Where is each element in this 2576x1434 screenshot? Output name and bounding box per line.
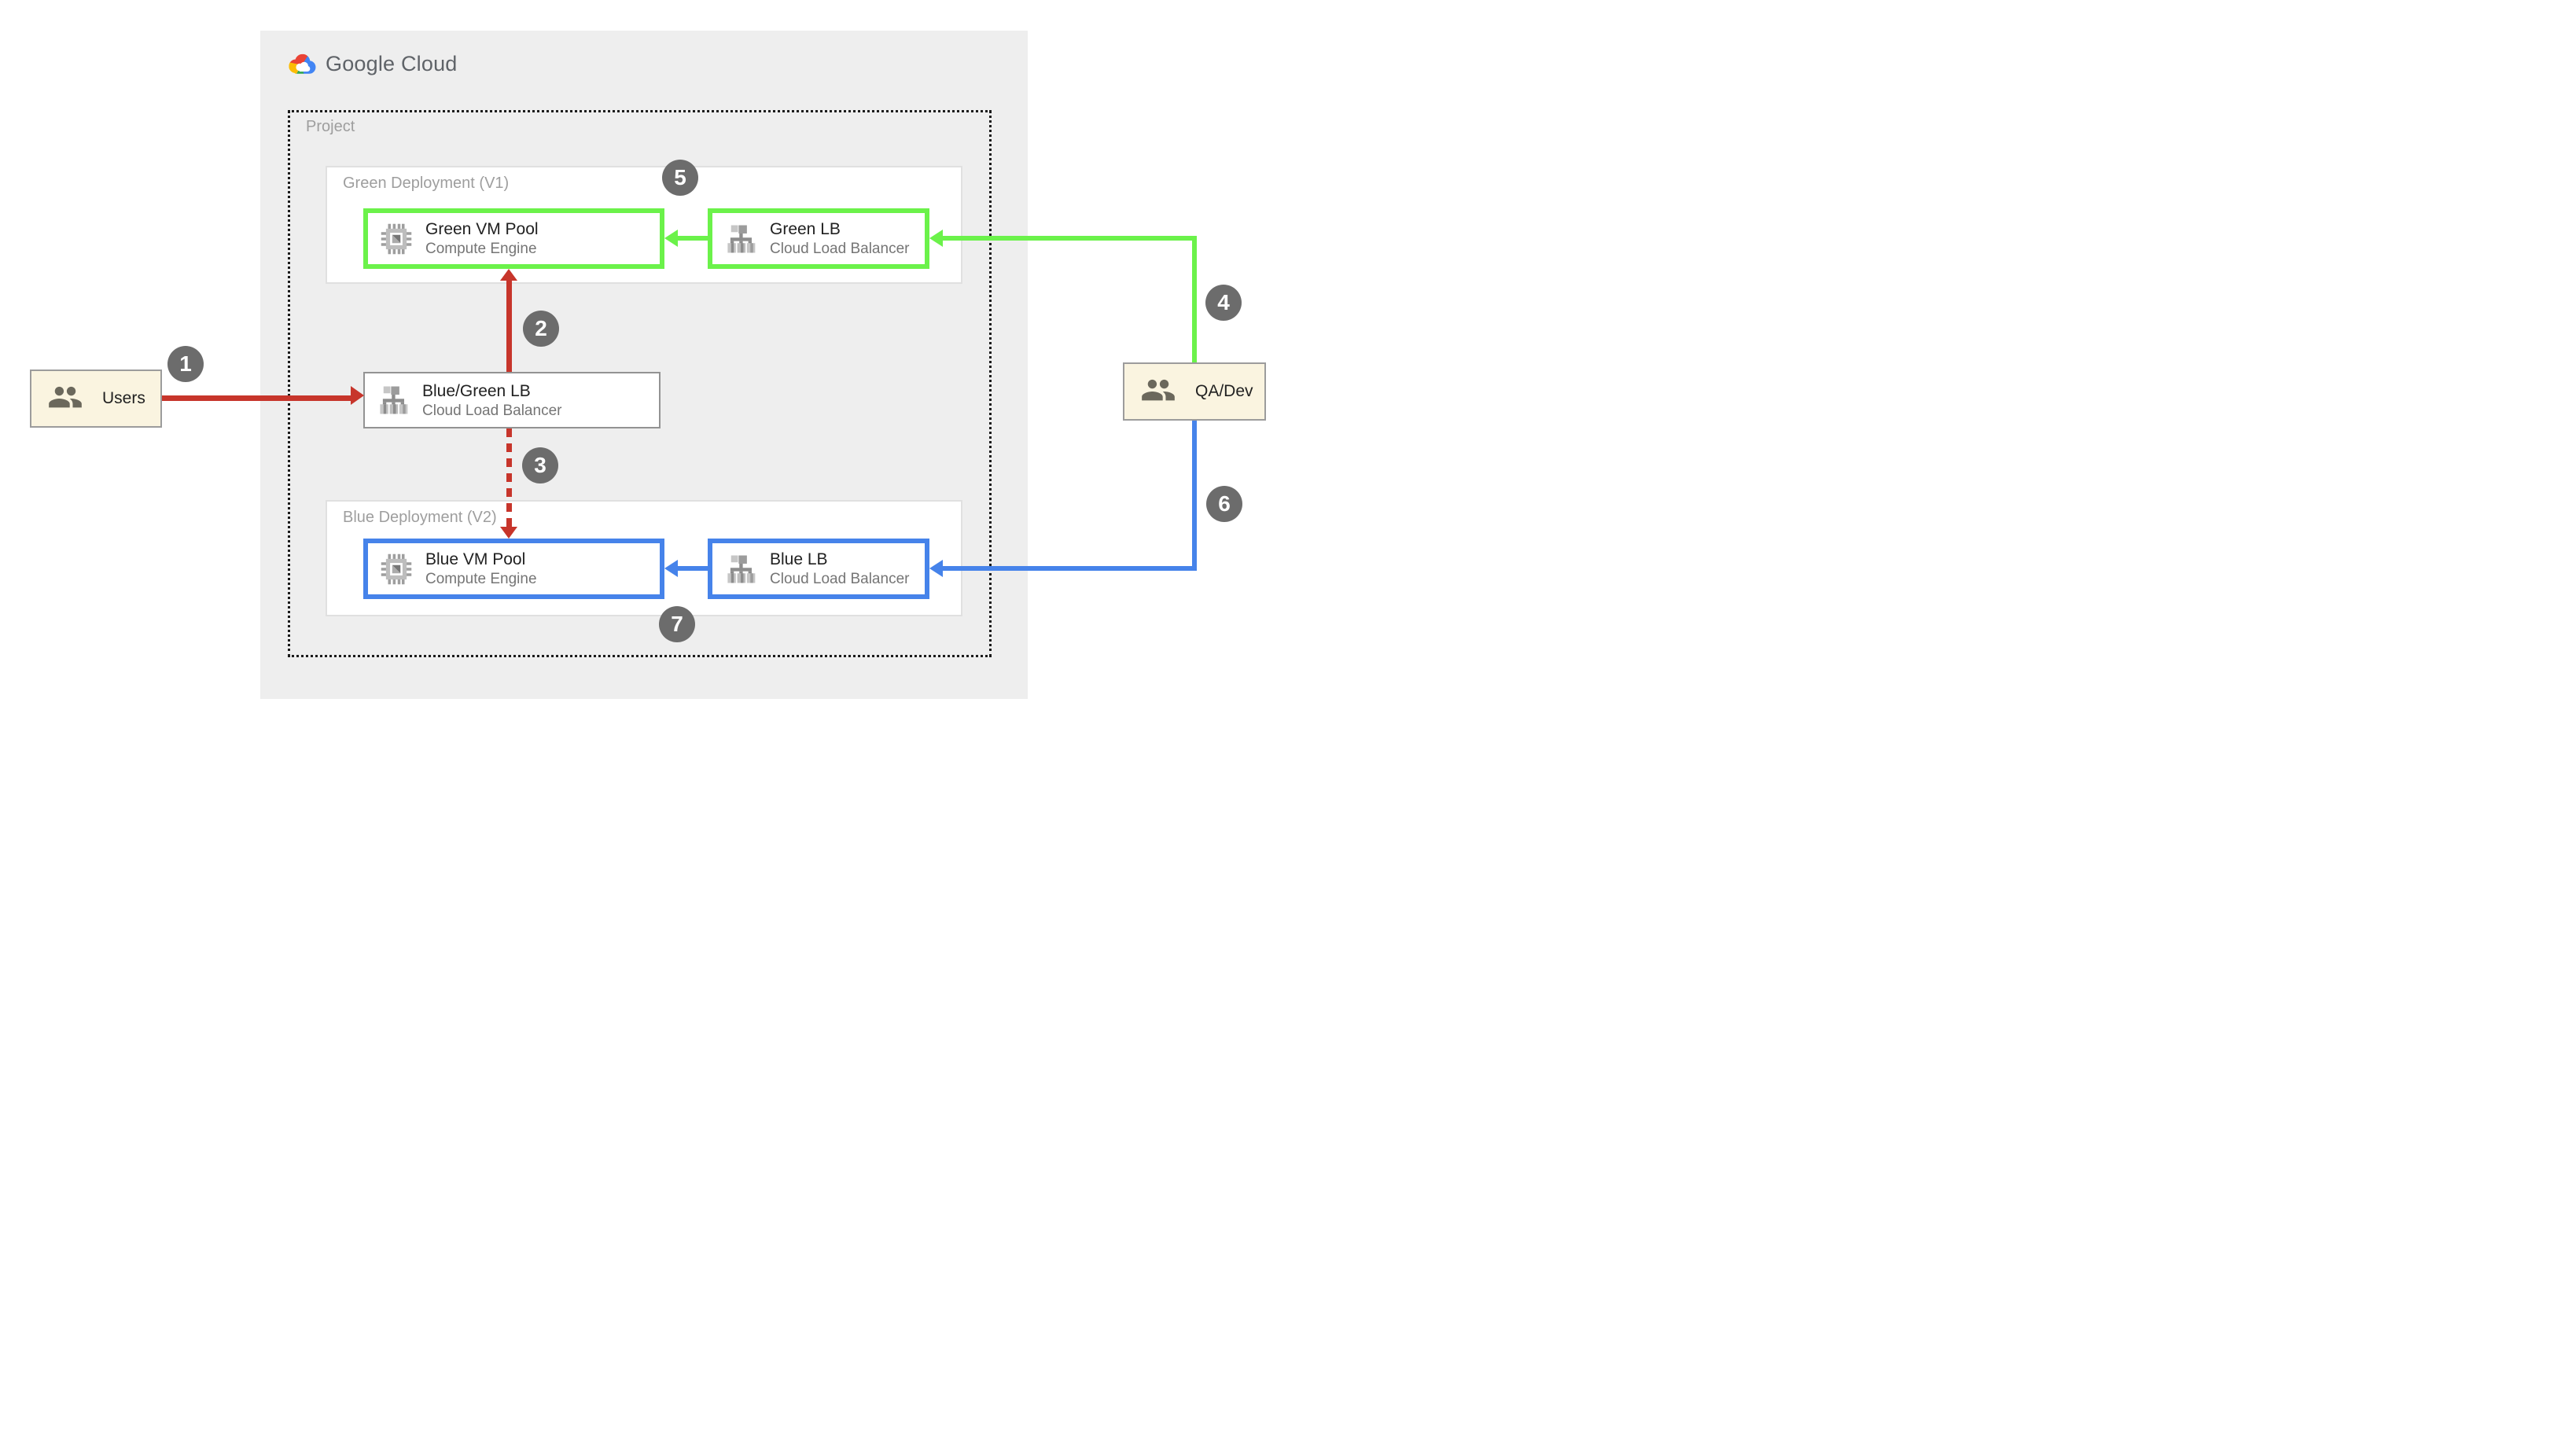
node-title: Blue VM Pool — [425, 550, 526, 568]
arrowhead-users-to-lb — [351, 386, 364, 405]
node-title: Blue LB — [770, 550, 828, 568]
node-green-lb: Green LB Cloud Load Balancer — [708, 208, 929, 269]
blue-line-horizontal — [943, 566, 1197, 571]
node-blue-green-lb: Blue/Green LB Cloud Load Balancer — [363, 372, 661, 428]
actor-label: QA/Dev — [1195, 382, 1253, 400]
step-badge-2: 2 — [523, 311, 559, 347]
project-boundary — [288, 110, 992, 657]
arrowhead-qadev-to-blue-lb — [929, 560, 943, 577]
users-icon — [49, 386, 82, 408]
arrow-blue-lb-to-blue-vm — [678, 566, 708, 571]
green-deployment-title: Green Deployment (V1) — [343, 175, 510, 192]
google-cloud-logo: Google Cloud — [286, 52, 458, 76]
node-subtitle: Cloud Load Balancer — [422, 402, 562, 419]
step-badge-7: 7 — [659, 606, 695, 642]
arrowhead-lb-to-blue-vm — [500, 527, 517, 539]
step-badge-1: 1 — [167, 346, 204, 382]
node-blue-lb: Blue LB Cloud Load Balancer — [708, 539, 929, 599]
compute-engine-icon — [381, 223, 412, 254]
node-green-vm-pool: Green VM Pool Compute Engine — [363, 208, 664, 269]
arrow-green-lb-to-green-vm — [678, 236, 708, 241]
load-balancer-icon — [727, 555, 756, 583]
project-label: Project — [306, 118, 355, 135]
step-badge-5: 5 — [662, 160, 698, 196]
dashed-arrow-lb-to-blue-vm — [506, 428, 512, 528]
node-subtitle: Compute Engine — [425, 241, 537, 257]
load-balancer-icon — [727, 225, 756, 252]
arrow-lb-to-green-vm — [506, 280, 512, 372]
arrow-users-to-lb — [162, 395, 351, 401]
node-subtitle: Cloud Load Balancer — [770, 571, 910, 587]
actor-label: Users — [102, 389, 145, 407]
step-badge-3: 3 — [522, 447, 558, 484]
arrowhead-blue-lb-to-blue-vm — [664, 560, 678, 577]
node-title: Green LB — [770, 220, 841, 238]
actor-qa-dev: QA/Dev — [1123, 362, 1266, 421]
step-badge-6: 6 — [1206, 486, 1242, 522]
node-blue-vm-pool: Blue VM Pool Compute Engine — [363, 539, 664, 599]
arrowhead-green-lb-to-green-vm — [664, 230, 678, 247]
step-badge-4: 4 — [1205, 285, 1242, 321]
actor-users: Users — [30, 370, 162, 428]
arrowhead-lb-to-green-vm — [500, 269, 517, 281]
node-subtitle: Cloud Load Balancer — [770, 241, 910, 257]
green-line-horizontal — [943, 236, 1197, 241]
logo-text: Google Cloud — [326, 52, 458, 75]
node-subtitle: Compute Engine — [425, 571, 537, 587]
compute-engine-icon — [381, 553, 412, 584]
blue-line-vertical — [1192, 421, 1197, 571]
architecture-diagram: Google Cloud Project Green Deployment (V… — [0, 0, 1288, 717]
users-icon — [1142, 379, 1175, 401]
node-title: Blue/Green LB — [422, 381, 531, 400]
load-balancer-icon — [380, 386, 408, 414]
node-title: Green VM Pool — [425, 220, 539, 238]
google-cloud-icon — [289, 53, 316, 74]
arrowhead-qadev-to-green-lb — [929, 230, 943, 247]
green-line-vertical — [1192, 236, 1197, 362]
blue-deployment-title: Blue Deployment (V2) — [343, 509, 497, 526]
